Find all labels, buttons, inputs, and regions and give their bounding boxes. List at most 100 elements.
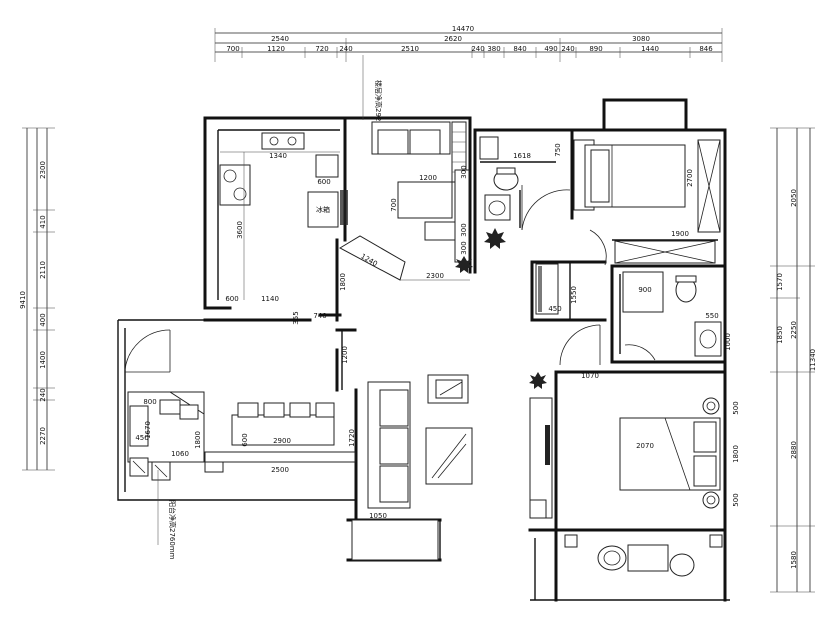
washbasin-2 [694,321,722,357]
dim-kitchen-600: 600 [317,178,330,186]
dim-top-row1-a: 2540 [271,35,289,43]
dim-left-2: 410 [39,215,47,228]
bedroom-1: 2700 1900 [573,139,721,264]
note-top: 楼层净高2920mm [374,80,383,140]
dim-right-2: 2250 [790,321,798,339]
dim-kitchen-3600: 3600 [236,221,244,239]
dim-bath1-1618: 1618 [513,152,531,160]
dim-balcony-1060: 1060 [171,450,189,458]
dim-bed1-2700: 2700 [686,169,694,187]
dim-corridor-1550: 1550 [570,286,578,304]
fridge-label: 冰箱 [316,205,330,214]
dim-top-row2-8: 840 [513,45,526,53]
dim-dining-2300: 2300 [426,272,444,280]
dim-right-3: 2880 [790,441,798,459]
dim-bed2-500a: 500 [732,401,740,414]
dim-bed2-1800: 1800 [732,445,740,463]
dim-bed2-1070: 1070 [581,372,599,380]
dim-bed2-2070: 2070 [636,442,654,450]
dim-top-row2-13: 846 [699,45,713,53]
dim-top-row2-7: 380 [487,45,500,53]
dim-dining-300c: 300 [460,241,468,254]
dim-dining-300a: 300 [460,165,468,178]
plant-icon [455,256,473,273]
dim-dining-700: 700 [390,198,398,211]
fridge [307,191,339,228]
dim-bed2-500b: 500 [732,493,740,506]
bathroom-1: 1618 750 [479,136,562,228]
lounge-chair-left [597,545,627,571]
dim-bed1-1900: 1900 [671,230,689,238]
kitchen-sink [261,132,305,150]
dim-dining-1200: 1200 [419,174,437,182]
dim-bath2-900: 900 [638,286,651,294]
dim-kitchen-355: 355 [292,311,300,324]
dim-balcony-1670: 1670 [144,421,152,439]
dim-top-row2-4: 240 [339,45,352,53]
dim-top-row2-12: 1440 [641,45,659,53]
dim-top-row2-11: 890 [589,45,602,53]
dim-living-1050: 1050 [369,512,387,520]
dim-left-4: 400 [39,313,47,326]
dim-top-row2-5: 2510 [401,45,419,53]
note-left: 阳台净高2760mm [168,500,177,560]
dim-table-2900: 2900 [273,437,291,445]
dim-right-total: 11340 [809,349,817,371]
plant-icon [484,228,506,249]
dining-table [397,181,453,219]
dim-bath2-1000: 1000 [724,333,732,351]
dim-top-row2-9: 490 [544,45,557,53]
dim-left-7: 2270 [39,427,47,445]
corridor-storage: 1550 450 [529,263,578,389]
dim-balcony-450: 450 [135,434,148,442]
dim-left-6: 240 [39,388,47,401]
dim-left-5: 1400 [39,351,47,369]
living-room: 1720 1050 610 1200 [341,346,473,555]
dim-dining-1800: 1800 [339,273,347,291]
angled-counter [338,235,406,281]
dim-top-row2-1: 700 [226,45,239,53]
dim-kitchen-1140: 1140 [261,295,279,303]
lounge-chair-right [669,553,695,577]
dim-top-row1-c: 3080 [632,35,650,43]
bedroom-balcony [351,519,439,561]
plant-icon [529,372,547,389]
dim-kitchen-740: 740 [313,312,326,320]
dim-left-1: 2300 [39,161,47,179]
left-dimension-chain: 9410 2300 410 2110 400 1400 240 2270 [19,127,55,471]
balcony-dining: 800 1670 450 1060 2900 1800 600 2500 阳台净… [127,391,356,560]
dim-top-row1-b: 2620 [444,35,462,43]
dim-balcony-800: 800 [143,398,156,406]
dim-living-1200: 1200 [341,346,349,364]
dim-top-row2-6: 240 [471,45,484,53]
dim-bath1-750: 750 [554,143,562,156]
bedroom-2: 2070 500 1800 500 1070 [529,372,740,577]
dim-table-1800: 1800 [194,431,202,449]
dim-corridor-450: 450 [548,305,561,313]
dim-right-1: 2050 [790,189,798,207]
dim-dining-300b: 300 [460,223,468,236]
dim-kitchen-1340: 1340 [269,152,287,160]
bathroom-2: 900 550 1000 [622,271,732,357]
dim-kitchen-600b: 600 [225,295,238,303]
dim-right-4: 1580 [790,551,798,569]
dim-bath2-550: 550 [705,312,718,320]
dim-top-row2-2: 1120 [267,45,285,53]
dim-left-total: 9410 [19,291,27,309]
dining-area: 1200 700 300 300 300 1240 2300 1800 [338,121,506,291]
left-dining-table [231,414,335,446]
dim-right-inner-2: 1850 [776,326,784,344]
kitchen: 冰箱 1340 600 3600 600 1140 355 740 楼层净高29… [219,55,383,325]
dim-right-inner-1: 1570 [776,273,784,291]
dim-table-600: 600 [241,433,249,446]
dim-living-1720: 1720 [348,429,356,447]
right-dimension-chain: 2050 2250 2880 1580 11340 1570 1850 [770,127,817,593]
dim-cabinet-2500: 2500 [271,466,289,474]
dim-left-3: 2110 [39,261,47,279]
dim-top-row2-10: 240 [561,45,574,53]
top-dimension-chain: 14470 2540 2620 3080 700 1120 720 240 25… [214,25,723,62]
dim-top-row2-3: 720 [315,45,328,53]
doors [124,185,656,373]
dim-total-top: 14470 [452,25,474,33]
